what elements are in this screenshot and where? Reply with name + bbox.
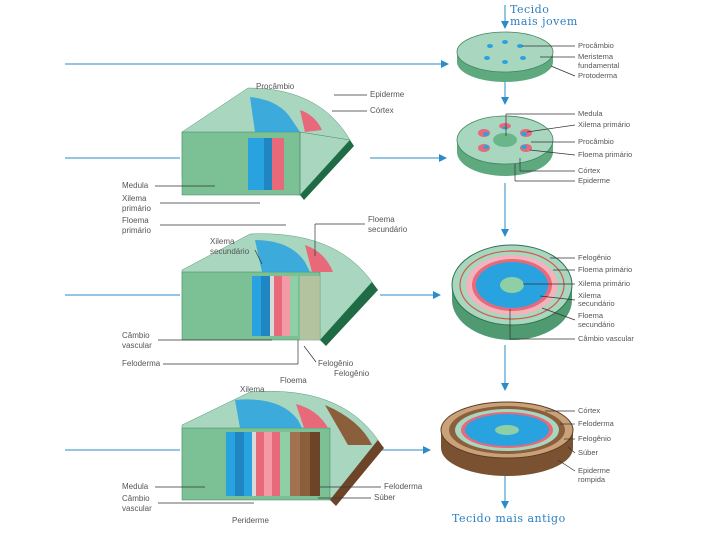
- label-xilema-primario-1b: primário: [122, 204, 151, 213]
- disc3-cambio-vascular: Câmbio vascular: [578, 334, 634, 343]
- disc1-procambio: Procâmbio: [578, 41, 614, 50]
- stem-block-primary: [181, 87, 354, 200]
- disc3-floema-secundario-b: secundário: [578, 320, 615, 329]
- label-periderme-3: Periderme: [232, 516, 269, 525]
- label-floema-primario-1b: primário: [122, 226, 151, 235]
- disc4-felogenio: Felogênio: [578, 434, 611, 443]
- heading-oldest: Tecido mais antigo: [452, 512, 566, 525]
- disc4-epiderme-rompida-b: rompida: [578, 475, 606, 484]
- disc4-epiderme-rompida-a: Epiderme: [578, 466, 610, 475]
- disc2-procambio: Procâmbio: [578, 137, 614, 146]
- label-felogenio-3: Felogênio: [334, 369, 370, 378]
- label-xilema-secundario-2b: secundário: [210, 247, 250, 256]
- stem-disc-4: [440, 401, 574, 476]
- disc4-feloderma: Feloderma: [578, 419, 615, 428]
- disc3-xilema-primario: Xilema primário: [578, 279, 630, 288]
- disc3-felogenio: Felogênio: [578, 253, 611, 262]
- stem-disc-3: [451, 244, 573, 340]
- label-feloderma-3: Feloderma: [384, 482, 423, 491]
- label-procambio-1: Procâmbio: [256, 82, 295, 91]
- heading-youngest-line2: mais jovem: [510, 15, 578, 28]
- disc4-cortex: Córtex: [578, 406, 600, 415]
- disc2-medula: Medula: [578, 109, 603, 118]
- label-floema-secundario-2b: secundário: [368, 225, 408, 234]
- disc1-fundamental: fundamental: [578, 61, 620, 70]
- stem-disc-1: [456, 31, 554, 82]
- label-medula-3: Medula: [122, 482, 149, 491]
- label-cambio-vascular-3b: vascular: [122, 504, 152, 513]
- label-xilema-3: Xilema: [240, 385, 265, 394]
- label-cortex-1: Córtex: [370, 106, 394, 115]
- stem-block-bark: [181, 391, 384, 506]
- label-xilema-secundario-2a: Xilema: [210, 237, 235, 246]
- stem-block-secondary: [181, 233, 378, 346]
- label-floema-secundario-2a: Floema: [368, 215, 395, 224]
- disc3-floema-primario: Floema primário: [578, 265, 632, 274]
- stem-disc-2: [456, 115, 554, 176]
- label-feloderma-2: Feloderma: [122, 359, 161, 368]
- disc1-protoderma: Protoderma: [578, 71, 618, 80]
- label-epiderme-1: Epiderme: [370, 90, 405, 99]
- label-cambio-vascular-2a: Câmbio: [122, 331, 150, 340]
- disc3-xilema-secundario-a: Xilema: [578, 291, 602, 300]
- heading-youngest-line1: Tecido: [510, 3, 549, 16]
- disc3-xilema-secundario-b: secundário: [578, 299, 615, 308]
- disc2-cortex: Córtex: [578, 166, 600, 175]
- disc1-meristema: Meristema: [578, 52, 614, 61]
- disc2-xilema-primario: Xilema primário: [578, 120, 630, 129]
- horizontal-arrows: [65, 60, 449, 454]
- label-floema-3: Floema: [280, 376, 307, 385]
- disc2-floema-primario: Floema primário: [578, 150, 632, 159]
- label-xilema-primario-1a: Xilema: [122, 194, 147, 203]
- label-felogenio-2: Felogênio: [318, 359, 354, 368]
- disc3-floema-secundario-a: Floema: [578, 311, 604, 320]
- label-cambio-vascular-3a: Câmbio: [122, 494, 150, 503]
- label-cambio-vascular-2b: vascular: [122, 341, 152, 350]
- disc2-epiderme: Epiderme: [578, 176, 610, 185]
- disc4-suber: Súber: [578, 448, 599, 457]
- label-floema-primario-1a: Floema: [122, 216, 149, 225]
- label-medula-1: Medula: [122, 181, 149, 190]
- label-suber-3: Súber: [374, 493, 396, 502]
